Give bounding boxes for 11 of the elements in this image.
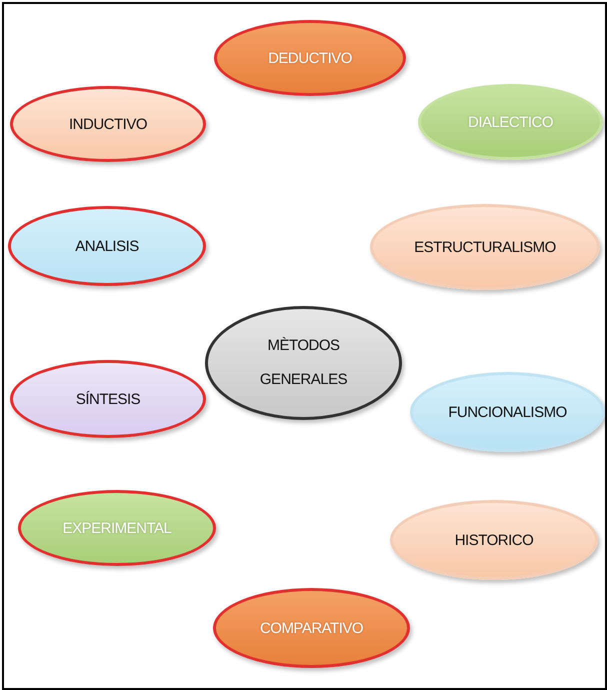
node-label: EXPERIMENTAL	[62, 520, 172, 536]
node-label: MÈTODOS GENERALES	[258, 336, 348, 390]
node-label: DEDUCTIVO	[268, 50, 352, 66]
node-label: ESTRUCTURALISMO	[414, 238, 556, 256]
node-label: COMPARATIVO	[260, 620, 364, 636]
node-label: INDUCTIVO	[69, 116, 147, 132]
node-label: ANALISIS	[75, 238, 139, 254]
node-label: DIALECTICO	[468, 114, 553, 130]
node-label: SÍNTESIS	[76, 390, 140, 408]
node-label: HISTORICO	[454, 532, 534, 548]
node-label: FUNCIONALISMO	[448, 404, 567, 420]
